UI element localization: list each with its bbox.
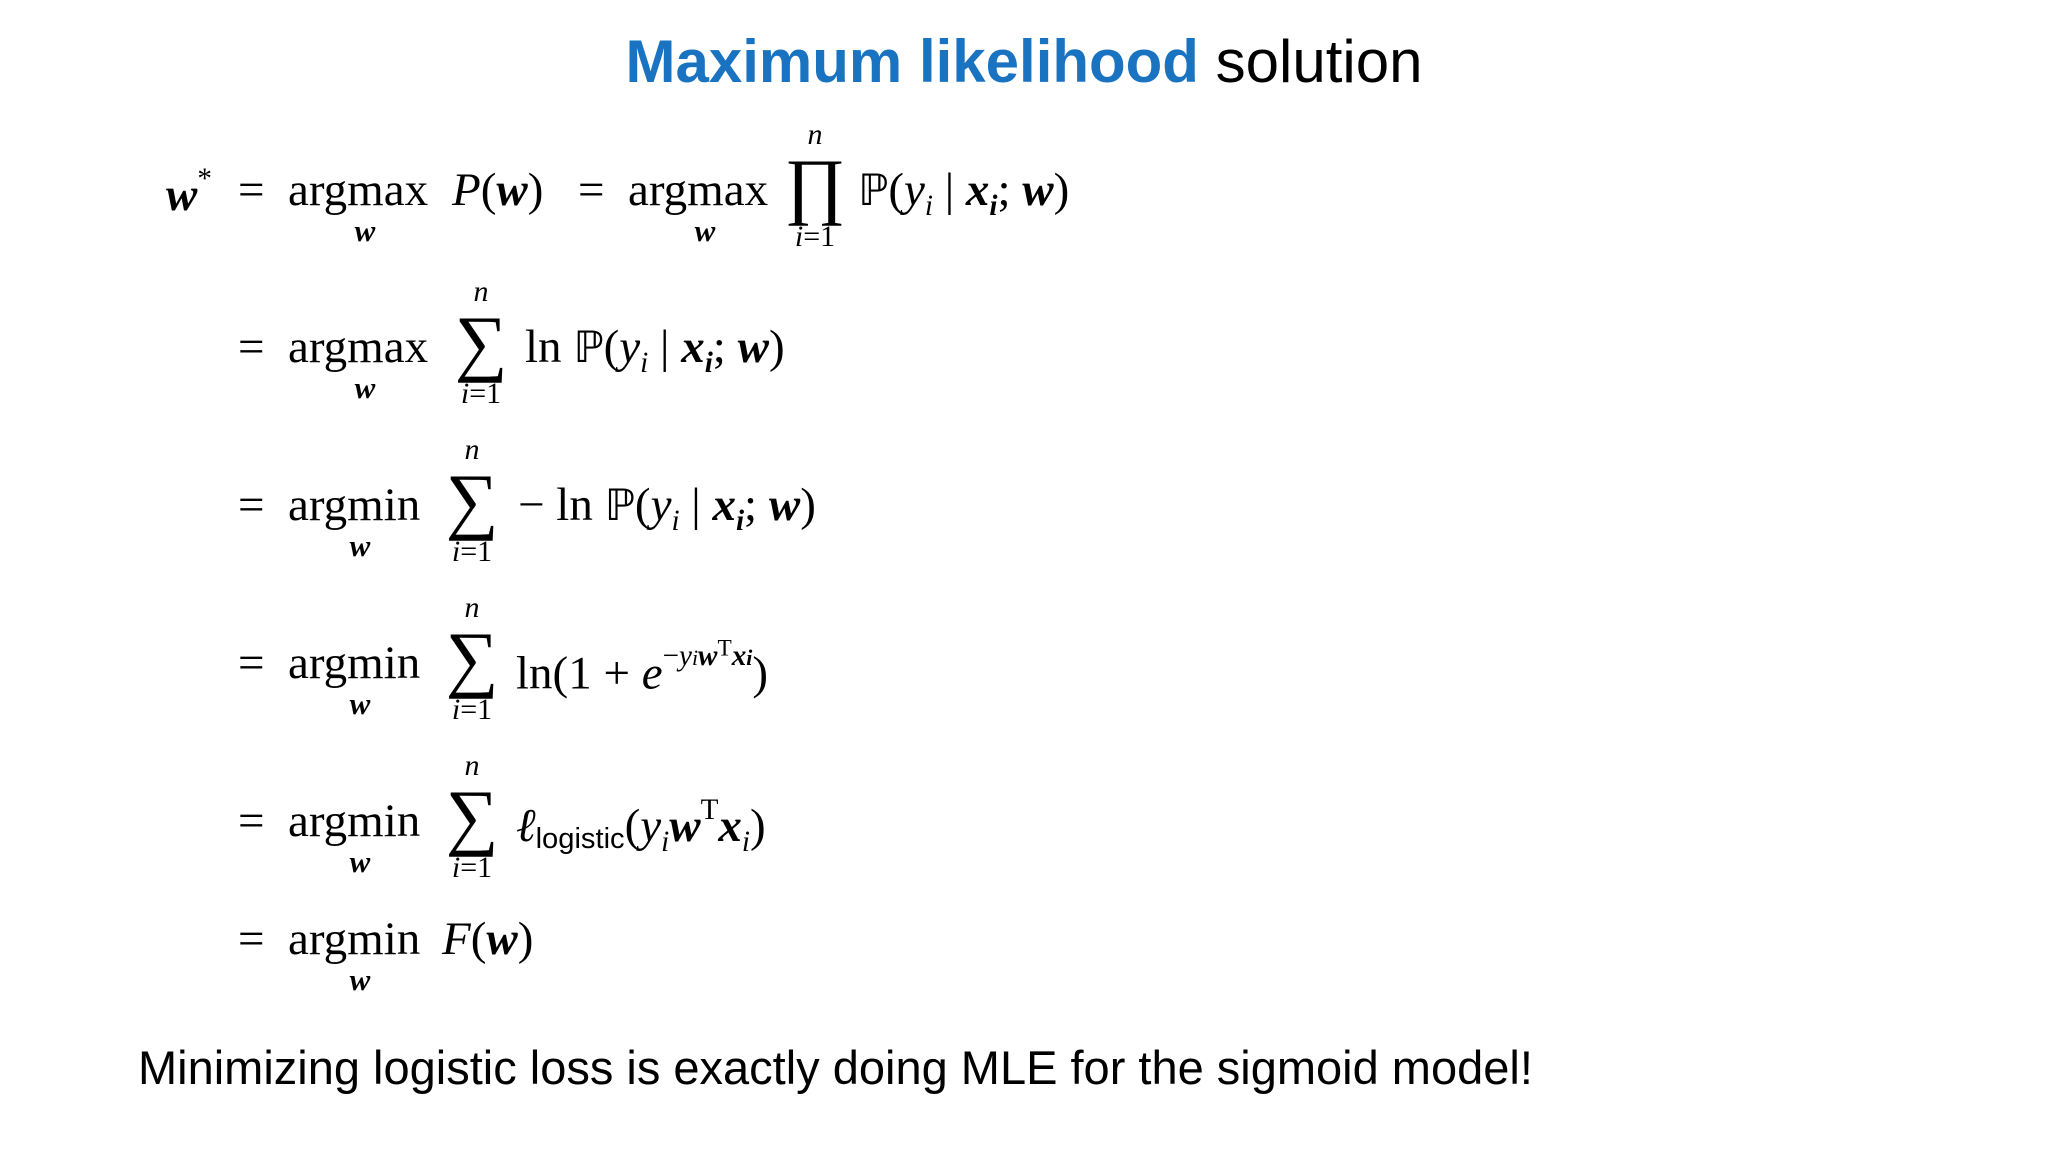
log-logistic-term: ln(1 + e−yiwTxi) [516,636,769,700]
lhs-w-star: w* [166,163,212,222]
sum-symbol: ∑ [445,776,499,858]
equals-sign: = [578,164,605,216]
slide-title: Maximum likelihood solution [0,22,2048,102]
equals-sign: = [238,164,265,216]
argmax-subscript: w [694,213,716,248]
log-likelihood-term: ln ℙ(yi | xi; w) [525,321,785,380]
sum-upper: n [464,749,480,782]
argmax-subscript: w [354,213,376,248]
sum-lower: i=1 [451,851,493,884]
equals-sign: = [238,479,265,531]
equals-sign: = [238,637,265,689]
argmax-operator: argmax [628,164,769,216]
argmin-subscript: w [349,962,371,997]
equals-sign: = [238,795,265,847]
title-highlight: Maximum likelihood [625,28,1199,95]
argmin-operator: argmin [288,795,421,847]
objective-f-of-w: F(w) [442,913,534,965]
likelihood-term: ℙ(yi | xi; w) [858,164,1070,223]
ell-symbol: ℓ [516,799,536,852]
argmin-subscript: w [349,686,371,721]
argmax-operator: argmax [288,164,429,216]
argmin-subscript: w [349,528,371,563]
conclusion-caption: Minimizing logistic loss is exactly doin… [138,1041,1533,1094]
argmax-operator: argmax [288,321,429,373]
equals-sign: = [238,321,265,373]
sum-lower: i=1 [451,693,493,726]
argmin-subscript: w [349,844,371,879]
product-operator: n ∏ i=1 [780,118,850,254]
sum-symbol: ∑ [445,460,499,542]
argmin-operator: argmin [288,479,421,531]
product-upper: n [807,118,823,151]
argmin-operator: argmin [288,637,421,689]
product-symbol: ∏ [784,145,846,227]
sum-operator: n ∑ i=1 [436,433,508,569]
sum-upper: n [464,591,480,624]
argmax-subscript: w [354,370,376,405]
ell-subscript: logistic [535,823,625,856]
sum-symbol: ∑ [445,618,499,700]
lhs-star: * [197,163,212,195]
p-of-w: P(w) [452,164,544,216]
neg-log-likelihood-term: − ln ℙ(yi | xi; w) [518,479,816,538]
sum-operator: n ∑ i=1 [436,749,508,885]
sum-operator: n ∑ i=1 [436,591,508,727]
sum-upper: n [473,275,489,308]
sum-operator: n ∑ i=1 [445,275,517,411]
lhs-w: w [166,168,198,221]
argmin-operator: argmin [288,913,421,965]
product-lower: i=1 [794,220,836,253]
sum-lower: i=1 [451,535,493,568]
title-rest: solution [1198,28,1423,95]
sum-upper: n [464,433,480,466]
equals-sign: = [238,913,265,965]
sum-lower: i=1 [460,377,502,410]
sum-symbol: ∑ [454,302,508,384]
logistic-loss-term: ℓlogistic(yiwTxi) [516,794,766,859]
